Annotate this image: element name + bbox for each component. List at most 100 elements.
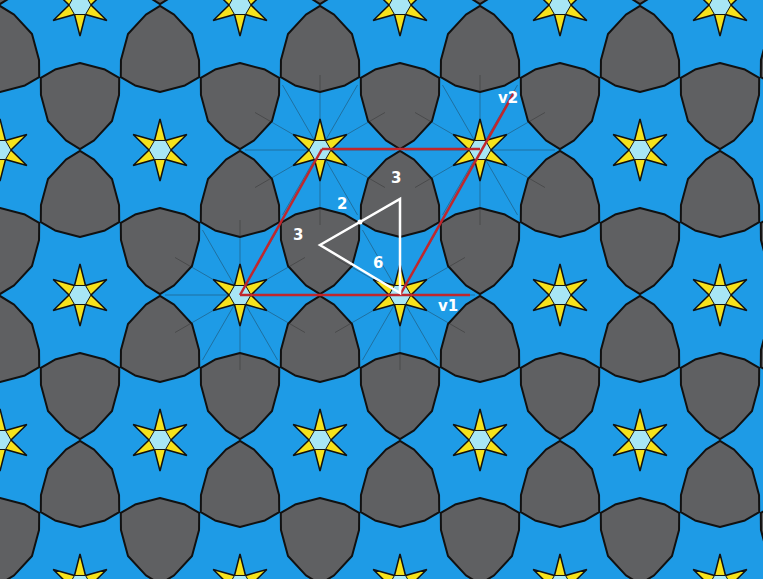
- cyan-hexagon: [69, 285, 91, 304]
- star-motif: [453, 409, 507, 471]
- yellow-star: [613, 409, 667, 471]
- yellow-star: [133, 409, 187, 471]
- cyan-hexagon: [469, 430, 491, 449]
- gray-tile: [0, 296, 39, 382]
- yellow-star: [133, 119, 187, 181]
- gray-tile: [521, 441, 599, 527]
- yellow-star: [693, 554, 747, 579]
- cyan-hexagon: [629, 140, 651, 159]
- gray-tile: [121, 296, 199, 382]
- gray-tile: [281, 296, 359, 382]
- gray-tile: [601, 0, 679, 4]
- star-motif: [133, 119, 187, 181]
- gray-tile: [121, 0, 199, 4]
- gray-tile: [441, 0, 519, 4]
- gray-tile: [601, 208, 679, 294]
- yellow-star: [213, 554, 267, 579]
- yellow-star: [53, 554, 107, 579]
- star-motif: [0, 409, 27, 471]
- gray-tile: [121, 498, 199, 579]
- gray-tile: [41, 441, 119, 527]
- star-motif: [613, 119, 667, 181]
- star-motif: [533, 264, 587, 326]
- gray-tile: [121, 6, 199, 92]
- fundamental-triangle: [320, 199, 400, 293]
- star-motif: [373, 554, 427, 579]
- cyan-hexagon: [549, 575, 571, 579]
- star-motif: [133, 409, 187, 471]
- gray-tile: [681, 353, 759, 439]
- cyan-hexagon: [709, 0, 731, 15]
- cyan-hexagon: [69, 575, 91, 579]
- yellow-star: [53, 264, 107, 326]
- yellow-star: [613, 119, 667, 181]
- cyan-hexagon: [549, 285, 571, 304]
- gray-tile: [761, 6, 763, 92]
- gray-tile: [761, 208, 763, 294]
- vector-label: v2: [498, 91, 518, 106]
- gray-tile: [0, 0, 39, 4]
- yellow-star: [373, 0, 427, 36]
- gray-tile: [601, 498, 679, 579]
- star-motif: [213, 0, 267, 36]
- gray-tile: [201, 63, 279, 149]
- lattice-vector: [240, 294, 470, 297]
- cyan-hexagon: [389, 575, 411, 579]
- gray-tile: [761, 0, 763, 4]
- gray-tile: [0, 498, 39, 579]
- yellow-star: [533, 264, 587, 326]
- gray-tile: [0, 6, 39, 92]
- twofold-point: [358, 220, 363, 225]
- cyan-hexagon: [629, 430, 651, 449]
- star-motif: [693, 554, 747, 579]
- yellow-star: [533, 554, 587, 579]
- cyan-hexagon: [389, 0, 411, 15]
- gray-tile: [521, 151, 599, 237]
- lattice-vector: [322, 148, 480, 151]
- star-motif: [693, 0, 747, 36]
- gray-tile: [281, 0, 359, 4]
- cyan-hexagon: [709, 575, 731, 579]
- cyan-hexagon: [0, 140, 11, 159]
- yellow-star: [533, 0, 587, 36]
- yellow-star: [373, 554, 427, 579]
- cyan-hexagon: [229, 575, 251, 579]
- gray-tile: [761, 296, 763, 382]
- unit-cell: [240, 91, 515, 295]
- star-motif: [0, 119, 27, 181]
- cyan-hexagon: [69, 0, 91, 15]
- star-motif: [293, 409, 347, 471]
- cyan-hexagon: [229, 0, 251, 15]
- cyan-hexagon: [0, 430, 11, 449]
- yellow-star: [293, 409, 347, 471]
- star-motif: [373, 0, 427, 36]
- star-motif: [693, 264, 747, 326]
- star-motif: [613, 409, 667, 471]
- rotation-order: 6: [373, 256, 383, 271]
- yellow-star: [693, 0, 747, 36]
- yellow-star: [0, 409, 27, 471]
- gray-tile: [0, 208, 39, 294]
- star-motif: [53, 0, 107, 36]
- lattice-vector: [240, 149, 322, 295]
- yellow-star: [53, 0, 107, 36]
- gray-tile: [121, 208, 199, 294]
- gray-tile: [601, 296, 679, 382]
- rotation-order: 2: [337, 197, 347, 212]
- star-motif: [533, 0, 587, 36]
- gray-tile: [681, 63, 759, 149]
- gray-tile: [681, 151, 759, 237]
- lattice-vector: [400, 91, 515, 295]
- cyan-hexagon: [309, 430, 331, 449]
- yellow-star: [693, 264, 747, 326]
- rotation-order: 3: [391, 171, 401, 186]
- gray-tile: [361, 441, 439, 527]
- rotation-order: 3: [293, 228, 303, 243]
- cyan-hexagon: [709, 285, 731, 304]
- gray-tile: [41, 353, 119, 439]
